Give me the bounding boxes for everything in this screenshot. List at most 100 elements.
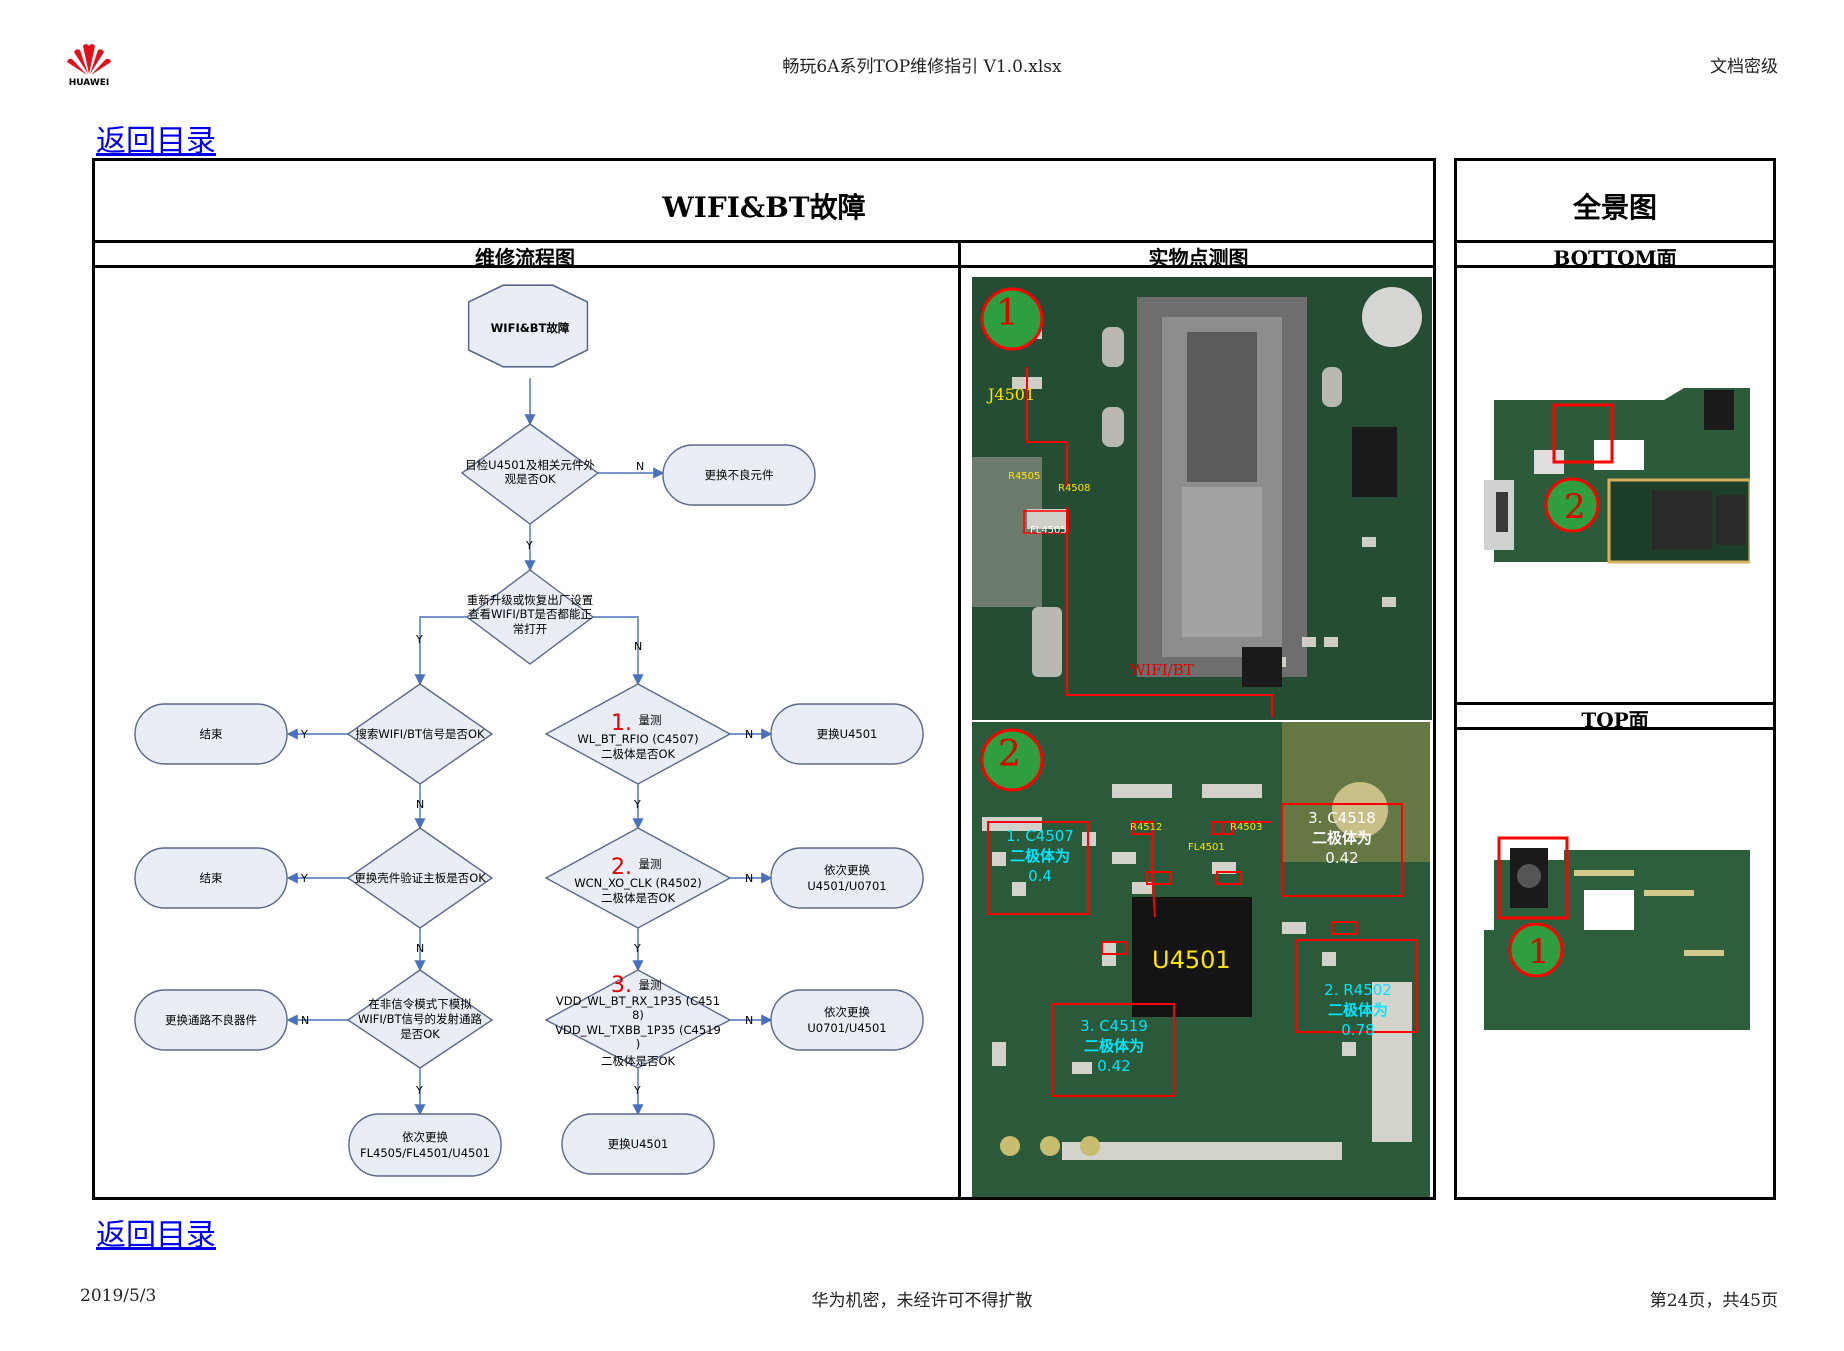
decision-measure-1 [544, 683, 732, 785]
end-node-1 [134, 703, 288, 765]
svg-text:8): 8) [632, 1008, 644, 1022]
svg-text:更换U4501: 更换U4501 [817, 727, 878, 741]
svg-text:二极体是否OK: 二极体是否OK [601, 747, 676, 761]
top-side-title: TOP面 [1581, 708, 1649, 732]
svg-text:1.: 1. [611, 711, 632, 736]
svg-text:N: N [301, 1014, 309, 1027]
replace-bad-part-node [662, 444, 816, 506]
svg-text:3.: 3. [611, 973, 632, 998]
svg-text:WL_BT_RFIO (C4507): WL_BT_RFIO (C4507) [577, 732, 698, 746]
footer-confidential: 华为机密，未经许可不得扩散 [811, 1291, 1033, 1311]
svg-text:N: N [416, 942, 424, 955]
svg-text:更换不良元件: 更换不良元件 [705, 468, 774, 482]
svg-text:): ) [636, 1037, 641, 1051]
svg-text:N: N [745, 728, 753, 741]
svg-text:量测: 量测 [639, 857, 662, 871]
label-r4503: R4503 [1230, 822, 1263, 833]
svg-text:依次更换: 依次更换 [402, 1130, 448, 1144]
security-level: 文档密级 [1710, 57, 1778, 77]
svg-text:在非信令模式下模拟: 在非信令模式下模拟 [368, 997, 472, 1011]
svg-text:WCN_XO_CLK (R4502): WCN_XO_CLK (R4502) [574, 876, 702, 890]
start-node [467, 284, 589, 368]
panorama-marker-1: 1 [1528, 932, 1550, 972]
decision-tx-path [346, 969, 494, 1069]
panorama-panel [1454, 158, 1776, 1200]
svg-text:N: N [745, 1014, 753, 1027]
label-wifi-bt: WIFI/BT [1130, 661, 1194, 679]
main-panel [92, 158, 1436, 1200]
svg-text:二极体是否OK: 二极体是否OK [601, 1054, 676, 1068]
photo-section-title: 实物点测图 [1148, 246, 1249, 270]
svg-text:Y: Y [525, 539, 533, 552]
panorama-title: 全景图 [1572, 191, 1657, 224]
label-r4505: R4505 [1008, 471, 1041, 482]
svg-text:是否OK: 是否OK [400, 1027, 440, 1041]
svg-text:Y: Y [415, 633, 423, 646]
decision-search-signal [346, 683, 494, 785]
svg-text:Y: Y [633, 1084, 641, 1097]
svg-text:Y: Y [633, 942, 641, 955]
photo-marker-2: 2 [998, 734, 1021, 775]
svg-text:2.: 2. [611, 855, 632, 880]
replace-path-node [134, 989, 288, 1051]
label-fl4505: FL4505 [1030, 525, 1067, 536]
replace-u4501-u0701-node [770, 847, 924, 909]
svg-text:依次更换: 依次更换 [824, 1005, 870, 1019]
svg-text:Y: Y [415, 1084, 423, 1097]
svg-text:WIFI/BT信号的发射通路: WIFI/BT信号的发射通路 [358, 1012, 483, 1026]
svg-text:量测: 量测 [639, 713, 662, 727]
svg-text:常打开: 常打开 [513, 622, 548, 636]
svg-text:N: N [745, 872, 753, 885]
svg-text:N: N [634, 640, 642, 653]
huawei-logo: HUAWEI [64, 42, 114, 88]
replace-u0701-u4501-node [770, 989, 924, 1051]
main-title: WIFI&BT故障 [662, 191, 866, 224]
pcb-photo-1: 1 J4501 R4505 R4508 FL4505 WIFI/BT [972, 277, 1432, 720]
label-r4508: R4508 [1058, 483, 1091, 494]
decision-measure-3 [544, 969, 732, 1069]
svg-text:N: N [416, 798, 424, 811]
back-to-toc-link-bottom[interactable]: 返回目录 [96, 1218, 216, 1253]
svg-text:搜索WIFI/BT信号是否OK: 搜索WIFI/BT信号是否OK [355, 727, 485, 741]
file-title: 畅玩6A系列TOP维修指引 V1.0.xlsx [782, 57, 1062, 77]
svg-text:Y: Y [300, 728, 308, 741]
end-node-2 [134, 847, 288, 909]
panorama-marker-2: 2 [1564, 487, 1586, 527]
svg-text:查看WIFI/BT是否都能正: 查看WIFI/BT是否都能正 [468, 607, 592, 621]
svg-text:VDD_WL_BT_RX_1P35 (C451: VDD_WL_BT_RX_1P35 (C451 [556, 994, 720, 1008]
logo-text: HUAWEI [68, 78, 110, 88]
svg-text:VDD_WL_TXBB_1P35 (C4519: VDD_WL_TXBB_1P35 (C4519 [555, 1023, 721, 1037]
label-fl4501: FL4501 [1188, 842, 1225, 853]
decision-reflash [465, 569, 595, 665]
svg-text:更换壳件验证主板是否OK: 更换壳件验证主板是否OK [354, 871, 486, 885]
svg-text:Y: Y [300, 872, 308, 885]
svg-text:结束: 结束 [200, 871, 223, 885]
label-j4501: J4501 [988, 385, 1036, 404]
svg-text:观是否OK: 观是否OK [504, 472, 556, 486]
svg-text:量测: 量测 [639, 978, 662, 992]
replace-u4501-node-1 [770, 703, 924, 765]
svg-text:U0701/U4501: U0701/U4501 [807, 1021, 886, 1035]
footer-date: 2019/5/3 [80, 1286, 157, 1306]
svg-text:更换U4501: 更换U4501 [608, 1137, 669, 1151]
svg-text:二极体是否OK: 二极体是否OK [601, 891, 676, 905]
decision-visual-check [460, 423, 600, 525]
photo-marker-1: 1 [996, 293, 1019, 334]
svg-text:结束: 结束 [200, 727, 223, 741]
svg-text:WIFI&BT故障: WIFI&BT故障 [491, 321, 570, 335]
back-to-toc-link-top[interactable]: 返回目录 [96, 124, 216, 159]
panorama-bottom-board: 2 [1484, 388, 1750, 564]
svg-text:FL4505/FL4501/U4501: FL4505/FL4501/U4501 [360, 1146, 490, 1160]
bottom-side-title: BOTTOM面 [1553, 246, 1677, 270]
decision-measure-2 [544, 827, 732, 929]
label-u4501: U4501 [1152, 946, 1231, 974]
svg-text:重新升级或恢复出厂设置: 重新升级或恢复出厂设置 [467, 593, 594, 607]
flow-section-title: 维修流程图 [475, 246, 575, 270]
svg-text:U4501/U0701: U4501/U0701 [807, 879, 886, 893]
decision-swap-case [346, 827, 494, 929]
